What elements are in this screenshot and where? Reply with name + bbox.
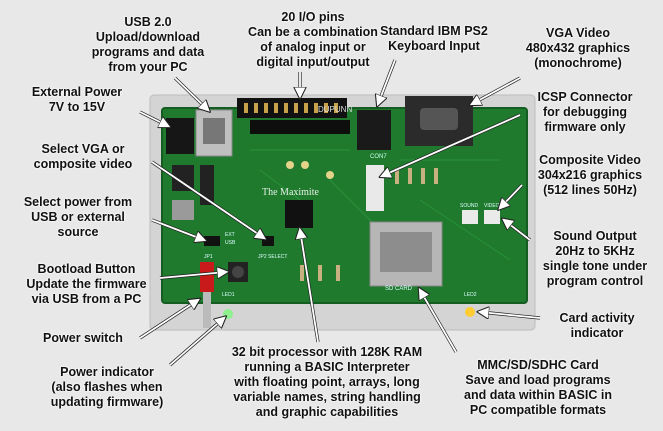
label-bootload: Bootload Button Update the firmware via … (26, 262, 147, 306)
ext-text: EXT (225, 232, 235, 238)
con7-text: CON7 (370, 154, 387, 160)
io-header-pins (244, 103, 338, 113)
jp1-text: JP1 (204, 254, 213, 260)
led2-text: LED2 (464, 292, 477, 298)
jp2-jumper (262, 236, 274, 246)
label-card-activity: Card activity indicator (559, 311, 635, 340)
power-led (223, 309, 233, 319)
vga-port (420, 108, 458, 130)
ic-heatsink (172, 200, 194, 220)
led1-text: LED1 (222, 292, 235, 298)
sd-card-inner (380, 232, 432, 272)
io-pin-row (250, 120, 350, 134)
label-usb: USB 2.0 Upload/download programs and dat… (91, 15, 205, 74)
label-select-vga: Select VGA or composite video (33, 142, 133, 171)
power-jack (166, 118, 194, 154)
label-ps2: Standard IBM PS2 Keyboard Input (380, 24, 488, 53)
label-power-indicator: Power indicator (also flashes when updat… (50, 365, 164, 409)
label-icsp: ICSP Connector for debugging firmware on… (537, 90, 633, 134)
label-processor: 32 bit processor with 128K RAM running a… (231, 345, 423, 419)
processor-chip (285, 200, 313, 228)
ps2-connector (357, 110, 391, 150)
sound-connector (462, 210, 478, 224)
label-vga-video: VGA Video 480x432 graphics (monochrome) (525, 26, 631, 70)
ic-small (200, 165, 214, 205)
label-io-pins: 20 I/O pins Can be a combination of anal… (248, 10, 378, 69)
video-connector (484, 210, 500, 224)
label-composite-video: Composite Video 304x216 graphics (512 li… (537, 153, 643, 197)
usb-port (203, 118, 225, 144)
card-led (465, 307, 475, 317)
board-title: The Maximite (262, 187, 319, 198)
capacitors (286, 161, 334, 179)
label-select-power: Select power from USB or external source (23, 195, 133, 239)
sd-label: SD CARD (385, 286, 413, 292)
label-power-switch: Power switch (43, 331, 123, 345)
usb-small-text: USB (225, 240, 236, 246)
bootload-cap (232, 266, 244, 278)
sound-text: SOUND (460, 203, 478, 209)
label-ext-power: External Power 7V to 15V (31, 85, 123, 114)
io-header-text: DUPUNN (318, 105, 352, 114)
label-sound: Sound Output 20Hz to 5KHz single tone un… (542, 229, 648, 288)
label-sd-card: MMC/SD/SDHC Card Save and load programs … (464, 358, 612, 417)
video-text: VIDEO (484, 203, 500, 209)
ic-regulator (172, 165, 194, 191)
power-switch-lever (203, 292, 211, 328)
icsp-connector (366, 165, 384, 211)
jp1-jumper (204, 236, 220, 246)
jp2-text: JP2 SELECT (258, 254, 287, 260)
power-switch-part (200, 262, 214, 292)
